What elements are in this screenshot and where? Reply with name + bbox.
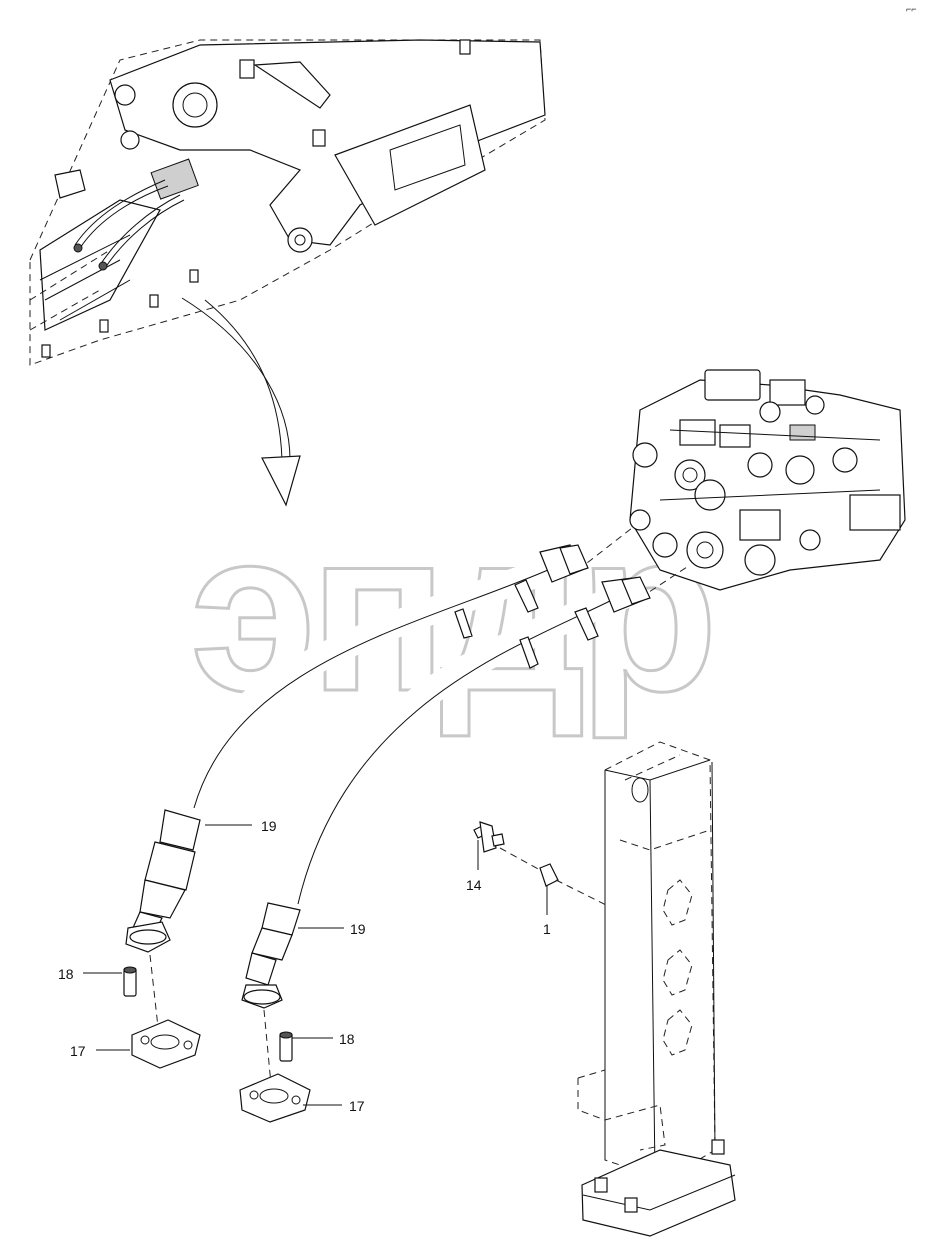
- tee-and-adapter: [473, 821, 609, 907]
- leader-valve-lower: [639, 564, 691, 599]
- callout-screw-left: 18: [58, 966, 74, 982]
- control-valve-block: [629, 369, 906, 591]
- detail-arrow: [181, 297, 301, 507]
- callout-flange-right: 17: [349, 1098, 365, 1114]
- corner-mark: ⌐⌐: [906, 4, 917, 14]
- callout-labels: 19 19 14 1 18 18 17 17: [58, 818, 551, 1114]
- callout-adapter: 1: [543, 921, 551, 937]
- flange-set-right: [239, 1009, 311, 1123]
- callout-hose-upper: 19: [261, 818, 277, 834]
- callout-flange-left: 17: [70, 1043, 86, 1059]
- callout-screw-right: 18: [339, 1031, 355, 1047]
- hose-lower: [241, 576, 651, 1009]
- machine-frame-overview: [29, 39, 546, 366]
- callout-hose-lower: 19: [350, 921, 366, 937]
- support-column: [577, 741, 736, 1237]
- hose-upper: [125, 544, 589, 953]
- flange-set-left: [123, 954, 201, 1069]
- callout-leaders: [83, 824, 548, 1106]
- callout-tee-fitting: 14: [466, 877, 482, 893]
